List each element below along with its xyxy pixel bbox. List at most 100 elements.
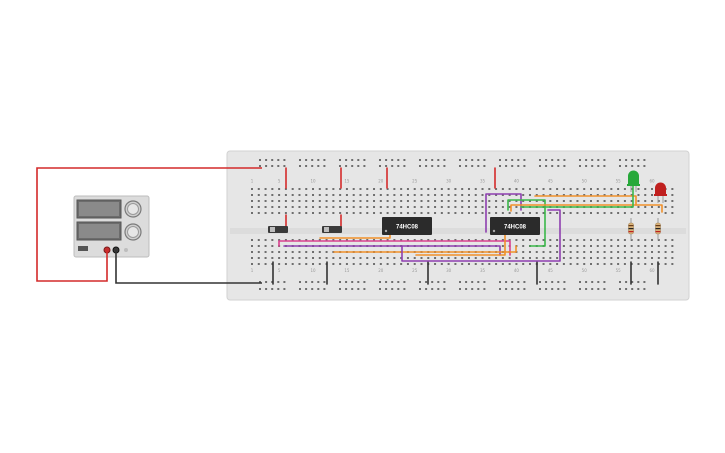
breadboard-hole[interactable] (583, 200, 586, 202)
breadboard-hole[interactable] (386, 200, 389, 202)
breadboard-hole[interactable] (461, 263, 464, 265)
breadboard-hole[interactable] (251, 212, 253, 214)
breadboard-hole[interactable] (447, 188, 450, 190)
breadboard-hole[interactable] (597, 281, 600, 283)
breadboard-hole[interactable] (443, 159, 446, 161)
breadboard-hole[interactable] (298, 188, 301, 190)
breadboard-hole[interactable] (501, 257, 504, 259)
breadboard-hole[interactable] (590, 257, 592, 259)
breadboard-hole[interactable] (339, 212, 342, 214)
breadboard-hole[interactable] (651, 188, 654, 190)
breadboard-hole[interactable] (664, 245, 667, 247)
breadboard-hole[interactable] (617, 212, 620, 214)
breadboard-hole[interactable] (556, 194, 559, 196)
breadboard-hole[interactable] (419, 281, 421, 283)
breadboard-hole[interactable] (332, 212, 335, 214)
breadboard-hole[interactable] (366, 188, 369, 190)
breadboard-hole[interactable] (501, 212, 504, 214)
breadboard-hole[interactable] (397, 159, 400, 161)
breadboard-hole[interactable] (359, 200, 362, 202)
breadboard-hole[interactable] (539, 165, 541, 167)
breadboard-hole[interactable] (488, 200, 491, 202)
breadboard-hole[interactable] (434, 257, 437, 259)
breadboard-hole[interactable] (298, 257, 301, 259)
breadboard-hole[interactable] (474, 212, 477, 214)
breadboard-hole[interactable] (406, 200, 409, 202)
breadboard-hole[interactable] (425, 288, 428, 290)
breadboard-hole[interactable] (562, 263, 565, 265)
breadboard-hole[interactable] (363, 165, 366, 167)
led-red[interactable] (654, 182, 667, 203)
breadboard-hole[interactable] (391, 288, 394, 290)
breadboard-hole[interactable] (299, 281, 301, 283)
breadboard-hole[interactable] (305, 194, 308, 196)
breadboard-hole[interactable] (312, 263, 315, 265)
breadboard-hole[interactable] (569, 251, 572, 253)
breadboard-hole[interactable] (664, 257, 667, 259)
breadboard-hole[interactable] (447, 239, 450, 241)
breadboard-hole[interactable] (454, 206, 457, 208)
breadboard-hole[interactable] (545, 288, 548, 290)
breadboard-hole[interactable] (427, 206, 430, 208)
breadboard-hole[interactable] (379, 212, 382, 214)
breadboard-hole[interactable] (569, 245, 572, 247)
breadboard-hole[interactable] (528, 263, 531, 265)
breadboard-hole[interactable] (630, 212, 633, 214)
breadboard-hole[interactable] (511, 165, 514, 167)
breadboard-hole[interactable] (339, 281, 341, 283)
breadboard-hole[interactable] (631, 165, 634, 167)
breadboard-hole[interactable] (528, 212, 531, 214)
breadboard-hole[interactable] (562, 188, 565, 190)
breadboard-hole[interactable] (481, 263, 484, 265)
breadboard-hole[interactable] (488, 239, 491, 241)
breadboard-hole[interactable] (488, 194, 491, 196)
breadboard-hole[interactable] (597, 165, 600, 167)
breadboard-hole[interactable] (657, 257, 660, 259)
breadboard-hole[interactable] (305, 188, 308, 190)
breadboard-hole[interactable] (277, 281, 280, 283)
breadboard-hole[interactable] (535, 200, 538, 202)
breadboard-hole[interactable] (345, 288, 348, 290)
breadboard-hole[interactable] (465, 281, 468, 283)
breadboard-hole[interactable] (385, 159, 388, 161)
breadboard-hole[interactable] (264, 194, 267, 196)
breadboard-hole[interactable] (477, 288, 480, 290)
breadboard-hole[interactable] (630, 188, 633, 190)
breadboard-hole[interactable] (352, 206, 355, 208)
jumper-wire[interactable] (401, 209, 561, 262)
breadboard-hole[interactable] (671, 251, 674, 253)
breadboard-hole[interactable] (562, 245, 565, 247)
breadboard-hole[interactable] (644, 245, 647, 247)
breadboard-hole[interactable] (610, 188, 613, 190)
breadboard-hole[interactable] (488, 257, 491, 259)
breadboard-hole[interactable] (631, 288, 634, 290)
breadboard-hole[interactable] (318, 194, 321, 196)
breadboard-hole[interactable] (630, 239, 633, 241)
breadboard-hole[interactable] (501, 188, 504, 190)
breadboard-hole[interactable] (623, 200, 626, 202)
breadboard-hole[interactable] (284, 257, 287, 259)
breadboard-hole[interactable] (291, 212, 294, 214)
breadboard-hole[interactable] (556, 251, 559, 253)
breadboard-hole[interactable] (325, 239, 328, 241)
breadboard-hole[interactable] (318, 200, 321, 202)
breadboard-hole[interactable] (569, 212, 572, 214)
breadboard-hole[interactable] (251, 188, 253, 190)
jumper-wire[interactable] (507, 199, 546, 247)
breadboard-hole[interactable] (508, 206, 511, 208)
breadboard-hole[interactable] (583, 251, 586, 253)
breadboard-hole[interactable] (299, 288, 301, 290)
breadboard-hole[interactable] (440, 194, 443, 196)
breadboard-hole[interactable] (352, 212, 355, 214)
breadboard-hole[interactable] (596, 263, 599, 265)
breadboard-hole[interactable] (557, 288, 560, 290)
breadboard-hole[interactable] (644, 188, 647, 190)
jumper-wire[interactable] (415, 229, 506, 256)
breadboard-hole[interactable] (549, 251, 552, 253)
breadboard-hole[interactable] (591, 281, 594, 283)
breadboard-hole[interactable] (619, 281, 621, 283)
breadboard-hole[interactable] (425, 281, 428, 283)
breadboard-hole[interactable] (671, 239, 674, 241)
breadboard-hole[interactable] (397, 281, 400, 283)
breadboard-hole[interactable] (617, 257, 620, 259)
